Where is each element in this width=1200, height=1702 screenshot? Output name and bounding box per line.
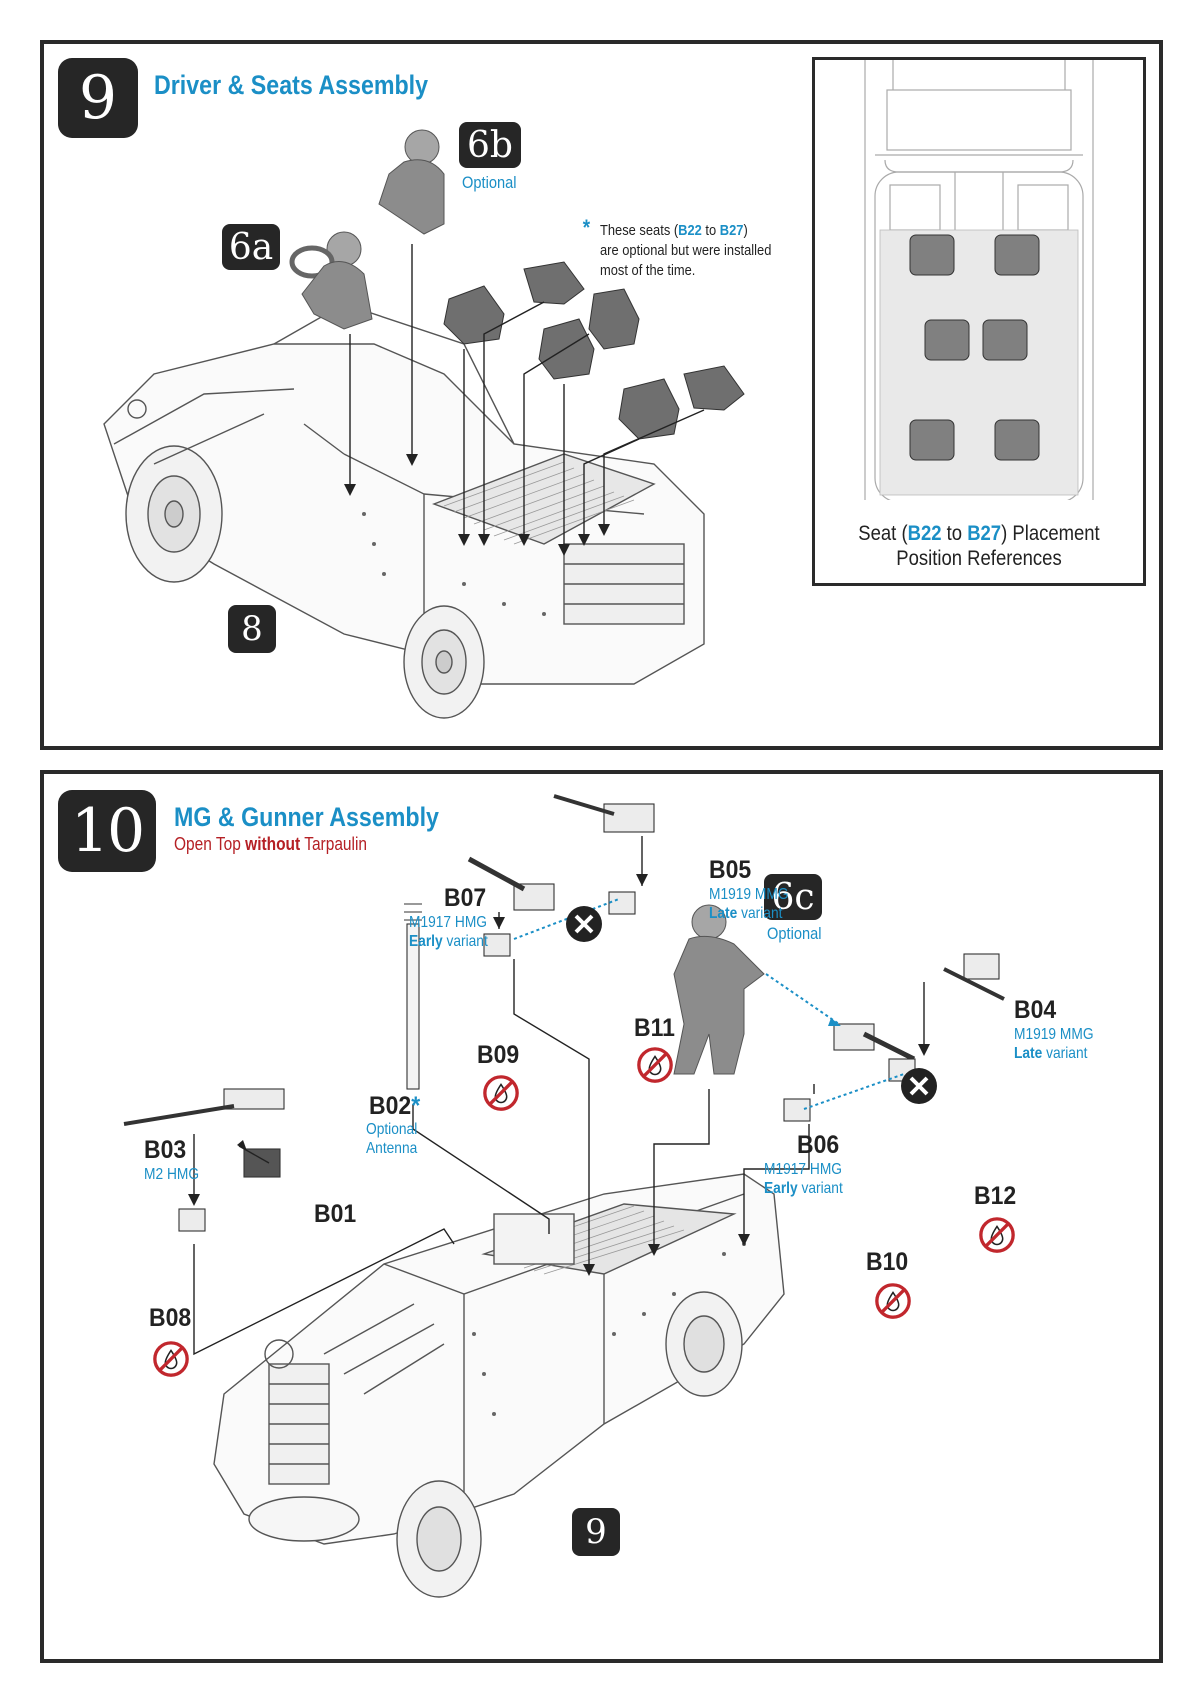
part-label-b09: B09 bbox=[477, 1041, 520, 1069]
part-desc-line: variant bbox=[442, 933, 488, 950]
driver-figure bbox=[289, 231, 373, 330]
part-desc-line: M1917 HMG bbox=[409, 914, 488, 931]
part-desc-b03: M2 HMG bbox=[144, 1166, 200, 1183]
vehicle-mg-illustration bbox=[123, 794, 1005, 1598]
figure-6b-badge: 6b bbox=[459, 122, 521, 168]
swap-alternative-icon bbox=[901, 1068, 937, 1104]
part-desc-line: Antenna bbox=[366, 1140, 418, 1157]
part-desc-line: variant bbox=[797, 1180, 843, 1197]
vehicle-seats-illustration bbox=[103, 129, 745, 719]
part-ref-b27: B27 bbox=[719, 222, 744, 239]
step-reference-badge: 8 bbox=[228, 605, 276, 653]
part-label-b07: B07 bbox=[444, 884, 487, 912]
part-label-b10: B10 bbox=[866, 1248, 909, 1276]
part-desc-line: Optional bbox=[366, 1121, 418, 1138]
note-text: most of the time. bbox=[600, 262, 696, 279]
caption-text: Seat ( bbox=[858, 522, 908, 545]
step-number-badge: 9 bbox=[58, 58, 138, 138]
part-desc-b05: M1919 MMG Late variant bbox=[709, 885, 789, 923]
machine-guns bbox=[123, 794, 1005, 1232]
step-reference-badge: 9 bbox=[572, 1508, 620, 1556]
part-ref-b22: B22 bbox=[907, 522, 942, 545]
seats-optional-note: * These seats (B22 to B27) are optional … bbox=[583, 217, 772, 281]
part-desc-emphasis: Late bbox=[1014, 1045, 1043, 1062]
top-view-illustration bbox=[864, 60, 1094, 500]
part-label-b08: B08 bbox=[149, 1304, 192, 1332]
step-subtitle: Open Top without Tarpaulin bbox=[174, 834, 367, 855]
part-id: B02 bbox=[369, 1092, 412, 1120]
subtitle-emphasis: without bbox=[245, 834, 301, 854]
part-label-b11: B11 bbox=[634, 1014, 675, 1042]
no-glue-icon bbox=[637, 1047, 673, 1083]
gunner-figure bbox=[673, 904, 765, 1075]
step-title: MG & Gunner Assembly bbox=[174, 802, 439, 832]
part-label-b04: B04 bbox=[1014, 996, 1057, 1024]
step-number-badge: 10 bbox=[58, 790, 156, 872]
no-glue-icon bbox=[153, 1341, 189, 1377]
part-label-b03: B03 bbox=[144, 1136, 187, 1164]
part-label-b12: B12 bbox=[974, 1182, 1017, 1210]
note-text: are optional but were installed bbox=[600, 242, 772, 259]
part-label-b06: B06 bbox=[797, 1131, 840, 1159]
asterisk-icon: * bbox=[582, 215, 591, 240]
part-ref-b22: B22 bbox=[678, 222, 702, 239]
no-glue-icon bbox=[979, 1217, 1015, 1253]
subtitle-text: Open Top bbox=[174, 834, 246, 854]
seat-placement-inset: Seat (B22 to B27) Placement Position Ref… bbox=[812, 57, 1146, 586]
part-desc-line: M1919 MMG bbox=[1014, 1026, 1094, 1043]
part-desc-line: variant bbox=[737, 905, 783, 922]
part-label-b02: B02* bbox=[369, 1092, 420, 1121]
part-desc-line: variant bbox=[1042, 1045, 1088, 1062]
part-desc-line: M1917 HMG bbox=[764, 1161, 843, 1178]
seats bbox=[443, 261, 745, 440]
figure-6c-badge: 6c bbox=[764, 874, 822, 920]
figure-6b-optional-label: Optional bbox=[462, 173, 517, 192]
part-desc-b06: M1917 HMG Early variant bbox=[764, 1160, 843, 1198]
caption-text: Position References bbox=[896, 547, 1062, 570]
part-label-b01: B01 bbox=[314, 1200, 357, 1228]
subtitle-text: Tarpaulin bbox=[300, 834, 368, 854]
part-desc-b07: M1917 HMG Early variant bbox=[409, 913, 488, 951]
figure-6c-optional-label: Optional bbox=[767, 924, 822, 943]
swap-alternative-icon bbox=[566, 906, 602, 942]
no-glue-icon bbox=[483, 1075, 519, 1111]
caption-text: to bbox=[941, 522, 968, 545]
note-text: ) bbox=[743, 222, 748, 239]
step-title: Driver & Seats Assembly bbox=[154, 70, 429, 100]
no-glue-icon bbox=[875, 1283, 911, 1319]
part-desc-line: M1919 MMG bbox=[709, 886, 789, 903]
caption-text: ) Placement bbox=[1001, 522, 1100, 545]
part-desc-emphasis: Early bbox=[409, 933, 443, 950]
part-ref-b27: B27 bbox=[967, 522, 1002, 545]
note-text: to bbox=[701, 222, 720, 239]
step-10-panel: 10 MG & Gunner Assembly Open Top without… bbox=[40, 770, 1163, 1663]
part-desc-emphasis: Early bbox=[764, 1180, 798, 1197]
part-desc-b04: M1919 MMG Late variant bbox=[1014, 1025, 1094, 1063]
inset-caption: Seat (B22 to B27) Placement Position Ref… bbox=[835, 521, 1124, 571]
figure-6a-badge: 6a bbox=[222, 224, 280, 270]
passenger-figure bbox=[378, 129, 445, 235]
note-text: These seats ( bbox=[600, 222, 679, 239]
part-desc-emphasis: Late bbox=[709, 905, 738, 922]
asterisk-icon: * bbox=[411, 1092, 421, 1120]
part-label-b05: B05 bbox=[709, 856, 752, 884]
